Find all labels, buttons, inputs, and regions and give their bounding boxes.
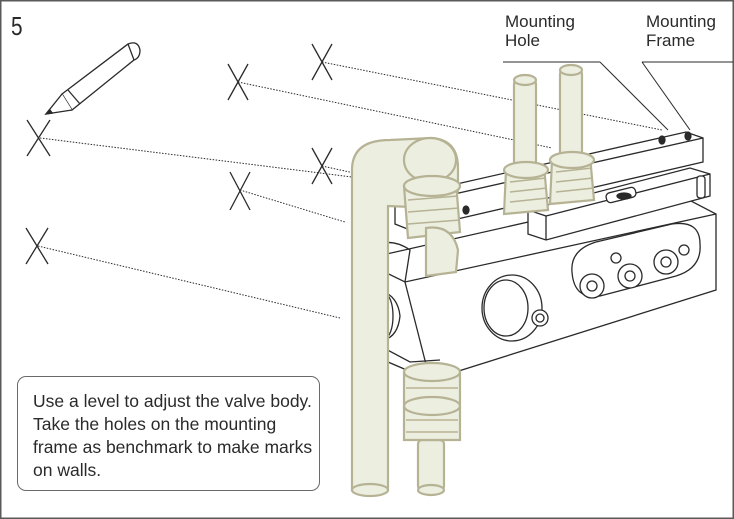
mounting-frame-label-line2: Frame (646, 31, 696, 50)
fitting-threads (406, 167, 595, 433)
mounting-hole-label: Mounting Hole (505, 12, 575, 50)
mounting-frame-label-line1: Mounting (646, 12, 716, 31)
callout-leaders (503, 61, 733, 131)
wall-mark-icon (25, 43, 333, 265)
mounting-frame (394, 131, 704, 231)
guide-lines (37, 61, 663, 319)
mounting-hole-label-line1: Mounting (505, 12, 575, 31)
mounting-frame-label: Mounting Frame (646, 12, 716, 50)
outlet-ports (571, 222, 701, 299)
instruction-text: Use a level to adjust the valve body. Ta… (33, 391, 313, 480)
bubble-level-icon (527, 167, 711, 241)
pencil-icon (44, 42, 141, 115)
instruction-box (17, 376, 320, 491)
step-number: 5 (11, 11, 23, 41)
mounting-hole-label-line2: Hole (505, 31, 540, 50)
